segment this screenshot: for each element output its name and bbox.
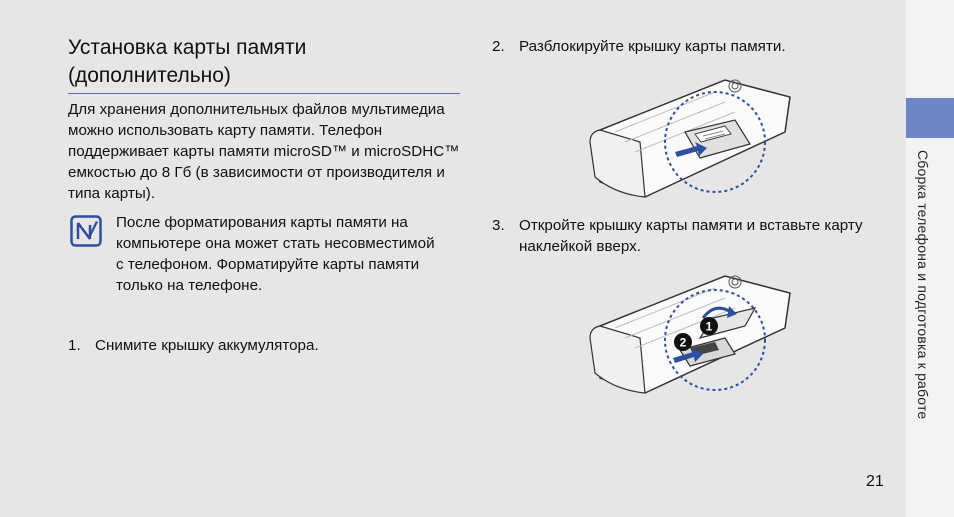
callout-1-badge — [700, 317, 718, 335]
page-title: Установка карты памяти (дополнительно) — [68, 36, 307, 87]
title-divider — [68, 93, 460, 94]
note-pencil-icon — [70, 215, 102, 247]
callout-1-label: 1 — [706, 320, 713, 334]
step-text: Откройте крышку карты памяти и вставьте … — [519, 217, 863, 255]
sidebar — [906, 0, 954, 517]
step-number: 2. — [492, 38, 505, 55]
step-text: Снимите крышку аккумулятора. — [95, 337, 319, 354]
step-text: Разблокируйте крышку карты памяти. — [519, 38, 786, 55]
page-number: 21 — [866, 473, 884, 490]
phone-unlock-illustration — [589, 79, 791, 198]
intro-paragraph: Для хранения дополнительных файлов мульт… — [68, 101, 460, 202]
callout-2-label: 2 — [680, 336, 687, 350]
step-number: 1. — [68, 337, 81, 354]
phone-insert-card-illustration: 1 2 — [589, 275, 791, 394]
note-text: После форматирования карты памяти на ком… — [116, 214, 435, 294]
step-number: 3. — [492, 217, 505, 234]
callout-2-badge — [674, 333, 692, 351]
chapter-title: Сборка телефона и подготовка к работе — [915, 150, 931, 420]
chapter-tab — [906, 98, 954, 138]
